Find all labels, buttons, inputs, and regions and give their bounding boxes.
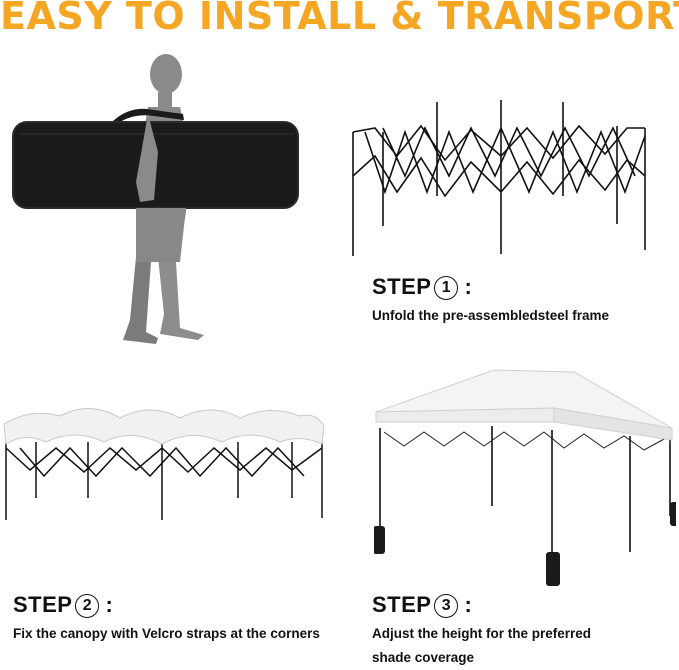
assembled-canopy-tent-illustration [374, 369, 676, 586]
folded-steel-frame-illustration [352, 100, 646, 256]
step-number-badge: 2 [75, 594, 100, 618]
step-label: STEP [372, 592, 432, 617]
step-2-description: Fix the canopy with Velcro straps at the… [13, 626, 320, 641]
step-number-badge: 3 [434, 594, 459, 618]
step-colon: : [464, 274, 473, 299]
step-colon: : [105, 592, 114, 617]
headline: EASY TO INSTALL & TRANSPORT [0, 0, 679, 38]
person-carrying-bag-illustration [12, 54, 299, 344]
step-number-badge: 1 [434, 276, 459, 300]
step-label: STEP [13, 592, 73, 617]
step-label: STEP [372, 274, 432, 299]
step-3-description: Adjust the height for the preferred shad… [372, 626, 592, 665]
step-colon: : [464, 592, 473, 617]
step-1-description: Unfold the pre-assembledsteel frame [372, 308, 610, 323]
frame-with-canopy-illustration [3, 407, 325, 520]
